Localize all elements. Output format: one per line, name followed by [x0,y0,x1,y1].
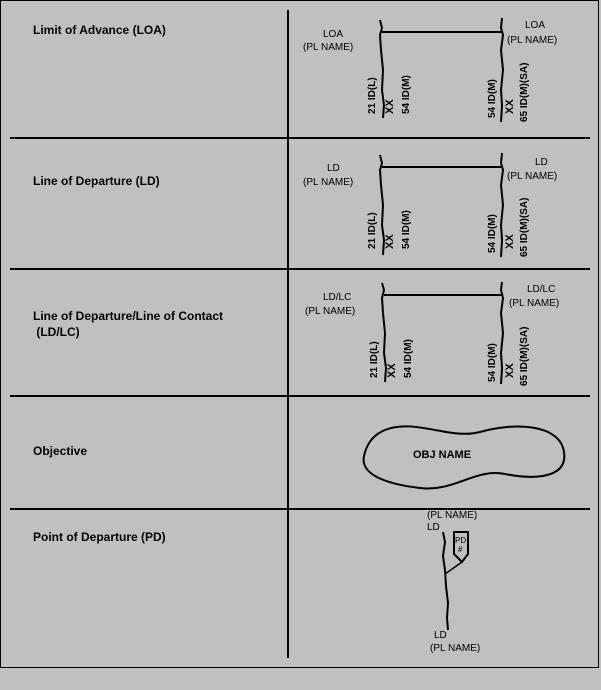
row-label-objective: Objective [33,444,88,458]
objective-name: OBJ NAME [413,449,471,461]
ld-left-title: LD [327,163,340,174]
objective-symbol: OBJ NAME [362,425,566,490]
ldlc-unit-r2: 65 ID(M)(SA) [519,327,530,386]
ld-unit-l2: 54 ID(M) [401,210,412,249]
ldlc-right-title: LD/LC [527,284,555,295]
ldlc-left-title: LD/LC [323,292,351,303]
ld-left-plname: (PL NAME) [303,177,353,188]
ldlc-symbol: LD/LC (PL NAME) LD/LC (PL NAME) 21 ID(L)… [305,281,559,386]
row-label-ldlc-line1: Line of Departure/Line of Contact [33,309,224,323]
loa-unit-r2: 65 ID(M)(SA) [519,63,530,122]
pd-bottom-plname: (PL NAME) [430,643,480,654]
column-divider [287,10,289,658]
row-label-loa: Limit of Advance (LOA) [33,23,166,37]
objective-outline [362,425,566,490]
pd-top-plname: (PL NAME) [427,510,477,521]
loa-unit-xx-r: XX [504,99,516,114]
ld-right-plname: (PL NAME) [507,171,557,182]
loa-unit-xx: XX [384,99,396,114]
pd-bottom-ld: LD [434,630,447,641]
row-label-ldlc-line2: (LD/LC) [33,325,80,339]
ldlc-right-plname: (PL NAME) [509,298,559,309]
loa-right-plname: (PL NAME) [507,35,557,46]
pd-leader [444,561,463,575]
loa-left-plname: (PL NAME) [303,42,353,53]
pd-line [441,531,450,631]
loa-unit-r1: 54 ID(M) [487,79,498,118]
loa-left-line [378,19,386,119]
row-label-ldlc: Line of Departure/Line of Contact (LD/LC… [33,308,223,340]
row-divider [10,508,590,510]
ldlc-unit-l2: 54 ID(M) [403,339,414,378]
ld-unit-r1: 54 ID(M) [487,214,498,253]
loa-unit-l2: 54 ID(M) [401,75,412,114]
ld-unit-xx: XX [384,234,396,249]
ldlc-unit-xx: XX [386,363,398,378]
ld-right-line [499,152,505,258]
ldlc-right-line [499,281,505,385]
pd-marker [453,531,469,564]
table-frame [0,0,599,668]
ld-unit-r2: 65 ID(M)(SA) [519,198,530,257]
ldlc-unit-r1: 54 ID(M) [487,343,498,382]
ld-symbol: LD (PL NAME) LD (PL NAME) 21 ID(L) XX 54… [303,152,557,258]
row-divider [10,268,590,270]
ldlc-unit-l1: 21 ID(L) [369,341,380,378]
loa-right-line [499,17,505,123]
pd-box-number: # [458,545,463,554]
pd-box-label: PD [455,536,466,545]
ldlc-left-line [380,282,388,383]
ldlc-unit-xx-r: XX [504,363,516,378]
row-label-ld: Line of Departure (LD) [33,174,160,188]
ldlc-left-plname: (PL NAME) [305,306,355,317]
loa-symbol: LOA (PL NAME) LOA (PL NAME) 21 ID(L) XX … [303,17,557,123]
pd-top-ld: LD [427,522,440,533]
ld-unit-xx-r: XX [504,234,516,249]
row-divider [10,395,590,397]
loa-left-title: LOA [323,29,343,40]
loa-unit-l1: 21 ID(L) [367,77,378,114]
loa-right-title: LOA [525,20,545,31]
ld-unit-l1: 21 ID(L) [367,212,378,249]
row-divider [10,137,590,139]
pd-symbol: (PL NAME) LD PD # LD (PL NAME) [427,510,480,654]
ld-right-title: LD [535,157,548,168]
row-label-pd: Point of Departure (PD) [33,530,166,544]
ld-left-line [378,154,386,256]
